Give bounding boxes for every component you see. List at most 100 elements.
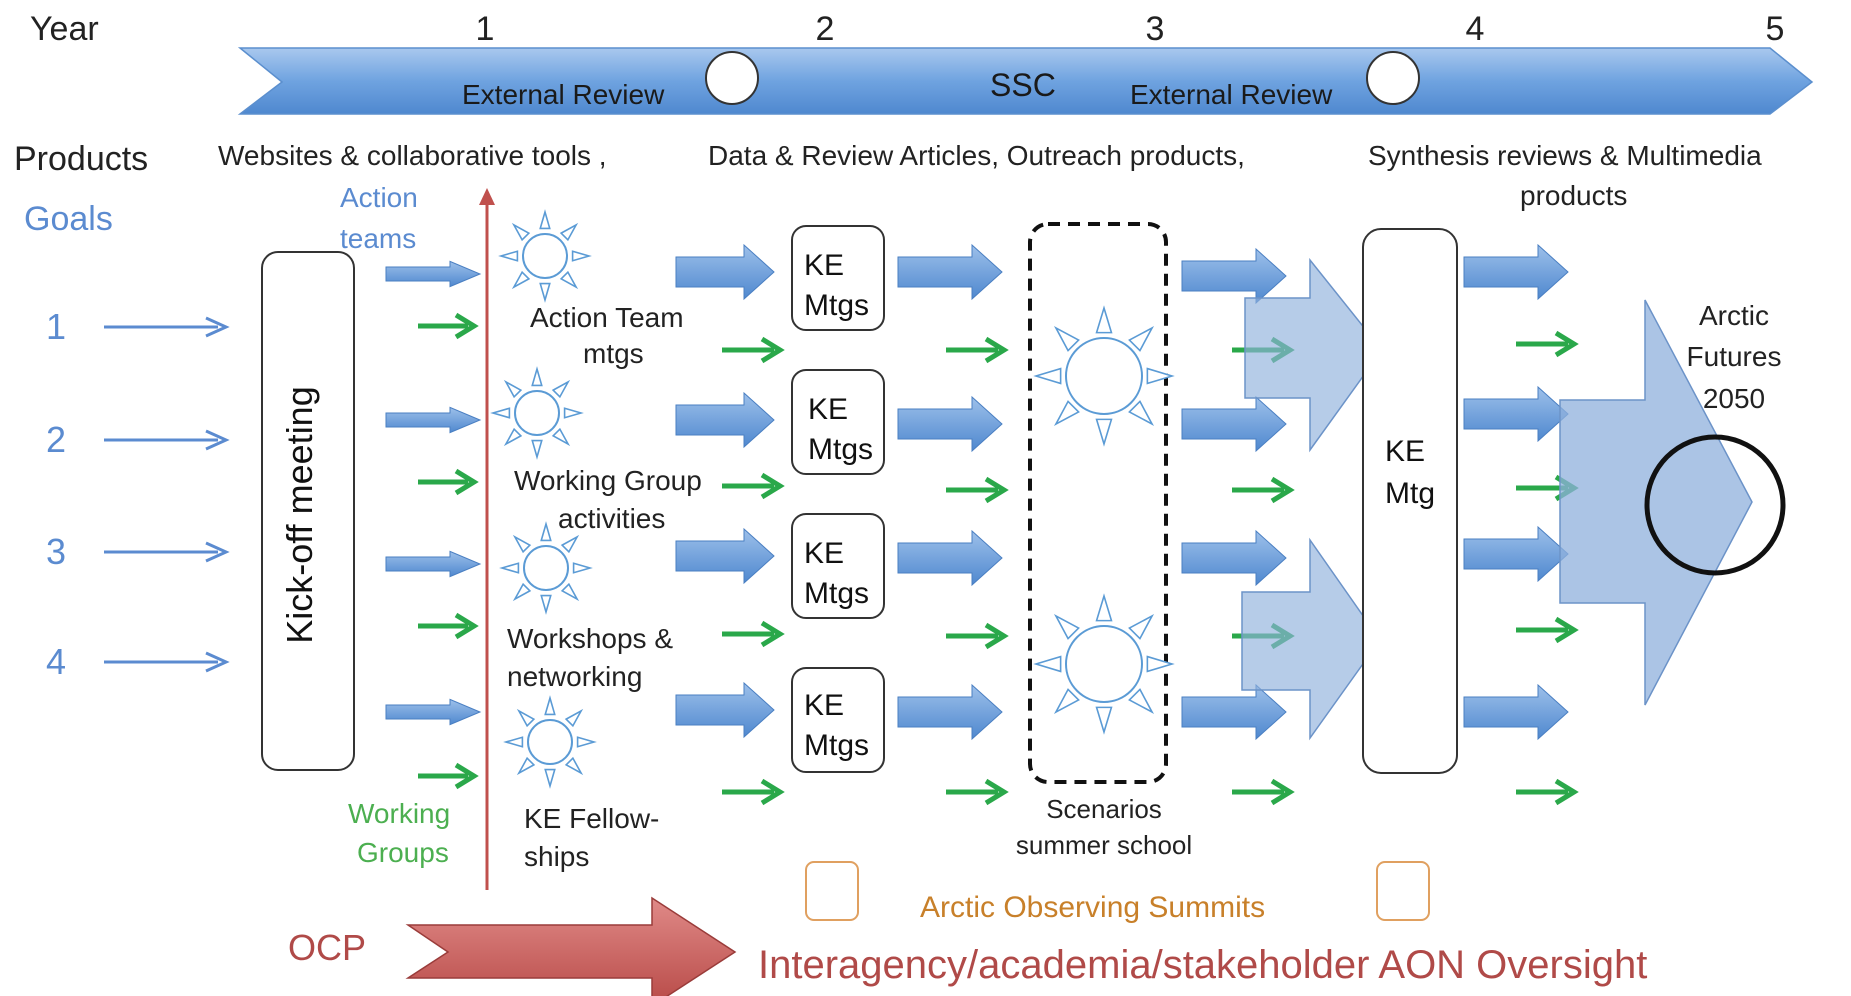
ke-mtgs-box: KE Mtgs [791,369,885,475]
blue-flow-arrow [385,260,482,288]
green-flow-arrow-head [1554,330,1579,358]
green-flow-arrow-head [1554,778,1579,806]
green-flow-arrow-head [454,612,479,640]
blue-flow-arrow [897,529,1003,587]
goal-arrowhead [205,541,230,563]
activity-suns [490,209,597,789]
goal-number: 4 [46,641,66,682]
ke-mtg-label: KE [1385,435,1425,468]
activity-label: Workshops & [507,623,673,654]
ocp-label: OCP [288,927,366,968]
green-flow-arrow-head [1270,476,1295,504]
goal-arrowhead [205,429,230,451]
review-milestone-circle [1366,51,1420,105]
goal-number: 2 [46,419,66,460]
blue-flow-arrow [1463,243,1569,301]
blue-flow-arrow [675,391,775,449]
merge-arrow [1241,537,1381,741]
year-tick: 3 [1146,10,1165,48]
product-item: Data & Review Articles, Outreach product… [708,140,1245,171]
arctic-futures-circle [1644,434,1786,576]
blue-flow-arrow [385,698,482,726]
blue-flow-arrow [1181,395,1287,453]
ke-mtgs-box: KE Mtgs [791,667,885,773]
green-flow-arrow-head [760,620,785,648]
ke-mtg-box [1362,228,1458,774]
sun-icon [1033,305,1175,447]
oversight-label: Interagency/academia/stakeholder AON Ove… [758,943,1647,987]
green-flow-arrow-head [984,336,1009,364]
svg-text:Mtgs: Mtgs [804,289,869,322]
svg-text:Mtgs: Mtgs [808,433,873,466]
year-tick: 5 [1766,10,1785,48]
goal-arrowhead [205,651,230,673]
products-label: Products [14,140,148,178]
action-teams-label: Action [340,182,418,213]
sun-icon [499,521,593,615]
scenarios-label: summer school [1016,830,1192,860]
svg-text:KE: KE [808,393,848,426]
year-tick: 4 [1466,10,1485,48]
goals-label: Goals [24,200,113,238]
activity-label: Working Group [514,465,702,496]
sun-icon [490,366,584,460]
green-flow-arrow-head [984,476,1009,504]
working-groups-label: Groups [357,837,449,868]
svg-text:KE: KE [804,249,844,282]
blue-flow-arrow [1463,385,1569,443]
year-label: Year [30,10,99,48]
blue-flow-arrow [897,243,1003,301]
goal-number: 3 [46,531,66,572]
working-groups-label: Working [348,798,450,829]
kickoff-box [261,251,355,771]
green-flow-arrow-head [1270,778,1295,806]
green-flow-arrow-head [454,312,479,340]
sun-icon [1033,593,1175,735]
green-flow-arrow-head [760,472,785,500]
product-item: Synthesis reviews & Multimedia [1368,140,1762,171]
arctic-futures-label: 2050 [1703,383,1765,414]
external-review-right: External Review [1130,79,1333,110]
sun-icon [498,209,592,303]
goal-arrowhead [205,316,230,338]
green-flow-arrow-head [1554,616,1579,644]
summit-box [805,861,859,921]
action-teams-label: teams [340,223,416,254]
blue-flow-arrow [1463,525,1569,583]
blue-flow-arrow [1181,683,1287,741]
merge-arrow [1244,257,1383,453]
ocp-arrow [405,896,737,996]
green-flow-arrow-head [760,336,785,364]
final-arrow [1559,299,1753,706]
arctic-futures-label: Futures [1687,341,1782,372]
green-flow-arrow-head [454,762,479,790]
summits-label: Arctic Observing Summits [920,891,1265,924]
svg-text:Mtgs: Mtgs [804,577,869,610]
timeline-arrow [237,47,1814,115]
blue-flow-arrow [675,527,775,585]
year-tick: 2 [816,10,835,48]
svg-text:KE: KE [804,537,844,570]
product-item: Websites & collaborative tools , [218,140,607,171]
arctic-futures-label: Arctic [1699,300,1769,331]
red-arrowhead [479,188,495,205]
blue-flow-arrow [1463,683,1569,741]
sun-icon [503,695,597,789]
ke-mtgs-box: KE Mtgs [791,225,885,331]
scenarios-label: Scenarios [1046,794,1162,824]
svg-text:Mtgs: Mtgs [804,729,869,762]
activity-label: networking [507,661,642,692]
blue-flow-arrow [385,550,482,578]
ssc-label: SSC [990,67,1056,103]
blue-flow-arrow [1181,529,1287,587]
blue-flow-arrow [385,406,482,434]
summit-box [1376,861,1430,921]
activity-label: activities [558,503,665,534]
svg-text:KE: KE [804,689,844,722]
activity-label: ships [524,841,589,872]
activity-label: KE Fellow- [524,803,659,834]
scenarios-dashed-box [1028,222,1168,784]
scenario-suns [1033,305,1175,735]
